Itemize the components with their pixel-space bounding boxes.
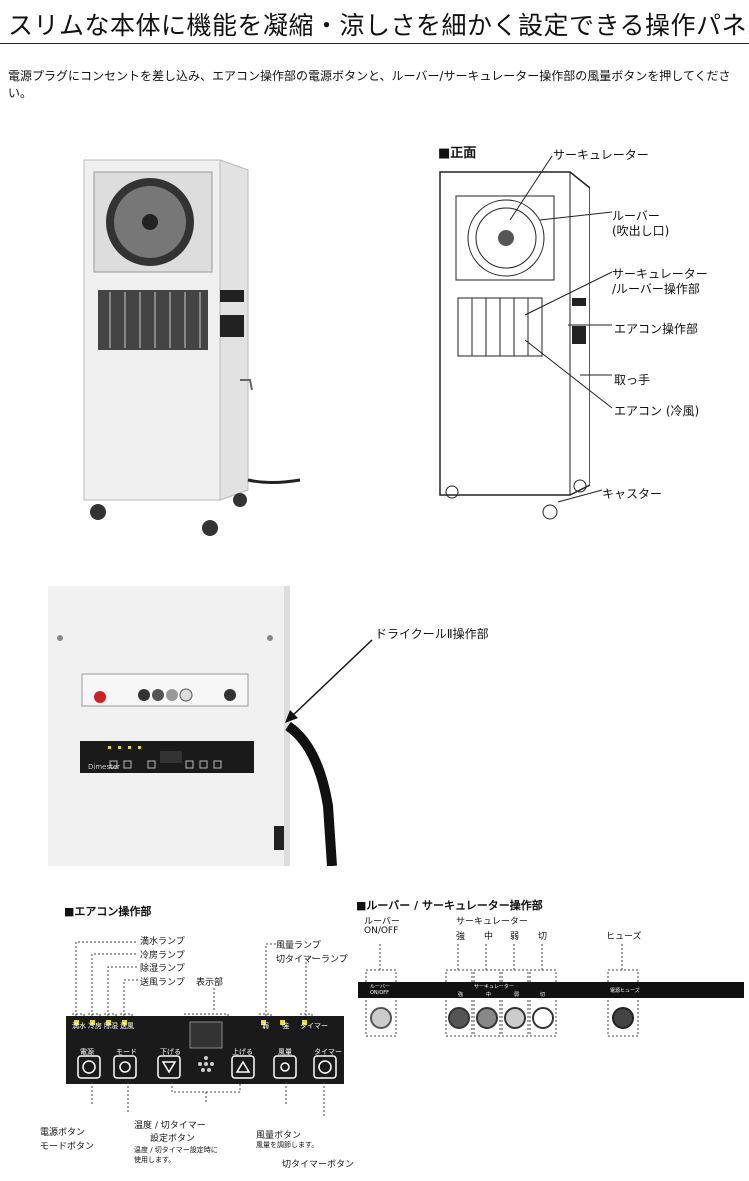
panel-lamp-fan: 送風 xyxy=(120,1022,134,1030)
callout-circ-panel: サーキュレーター xyxy=(612,267,708,281)
panel-btn-timer: タイマー xyxy=(314,1048,342,1056)
louver-panel-diagram xyxy=(358,944,744,1037)
callout-louver: ルーバー xyxy=(612,209,660,223)
ac-heading: ■エアコン操作部 xyxy=(64,905,152,918)
panel-btn-down: 下げる xyxy=(160,1048,181,1056)
callout-circulator: サーキュレーター xyxy=(553,148,649,162)
louver-label-2: ON/OFF xyxy=(364,926,399,936)
label-power-button: 電源ボタン xyxy=(40,1128,86,1138)
front-heading: ■正面 xyxy=(438,146,477,161)
label-fan-button: 風量ボタン xyxy=(256,1131,302,1141)
fuse-label: ヒューズ xyxy=(606,932,642,942)
lamp-label-cool: 冷房ランプ xyxy=(140,951,185,961)
ac-panel-diagram xyxy=(66,941,344,1116)
strip-fuse: 電源ヒューズ xyxy=(610,988,640,994)
strip-strong: 強 xyxy=(458,992,464,998)
callout-caster: キャスター xyxy=(602,487,663,501)
speed-off: 切 xyxy=(538,932,548,942)
panel-btn-power: 電源 xyxy=(80,1048,94,1056)
louver-label-1: ルーバー xyxy=(364,917,400,927)
strip-onoff: ON/OFF xyxy=(370,990,390,996)
callout-handle: 取っ手 xyxy=(614,373,651,387)
strip-off: 切 xyxy=(540,992,546,998)
panel-lamp-cool: 冷房 xyxy=(88,1022,102,1030)
speed-strong: 強 xyxy=(456,932,466,942)
right-lamp-timer: 切タイマーランプ xyxy=(276,955,348,965)
panel-btn-mode: モード xyxy=(116,1048,137,1056)
speed-weak: 弱 xyxy=(510,932,520,942)
strip-mid: 中 xyxy=(486,992,492,998)
louver-heading: ■ルーバー / サーキュレーター操作部 xyxy=(356,899,543,912)
closeup-photo xyxy=(48,586,337,866)
label-temp-1: 温度 / 切タイマー xyxy=(134,1121,206,1131)
label-temp-2: 設定ボタン xyxy=(150,1134,196,1144)
page-title: スリムな本体に機能を凝縮・涼しさを細かく設定できる操作パネル xyxy=(8,11,749,40)
lamp-label-dehumid: 除湿ランプ xyxy=(140,964,185,974)
callout-lines xyxy=(509,155,613,503)
panel-brand: Dimester xyxy=(88,763,121,771)
circ-label: サーキュレーター xyxy=(456,917,528,927)
label-temp-note-1: 温度 / 切タイマー設定時に xyxy=(134,1146,218,1154)
display-label: 表示部 xyxy=(196,978,224,988)
product-photo xyxy=(83,159,301,536)
intro-text: 電源プラグにコンセントを差し込み、エアコン操作部の電源ボタンと、ルーバー/サーキ… xyxy=(8,69,731,100)
panel-lamp-timer: タイマー xyxy=(300,1022,328,1030)
strip-circ: サーキュレーター xyxy=(474,984,514,990)
strip-weak: 弱 xyxy=(514,992,520,998)
callout-louver-panel: /ルーバー操作部 xyxy=(612,282,700,296)
panel-lamp-weak: 弱 xyxy=(262,1022,269,1030)
speed-mid: 中 xyxy=(484,932,494,942)
right-lamp-fan: 風量ランプ xyxy=(276,941,321,951)
front-diagram xyxy=(439,171,590,520)
panel-lamp-dehumid: 除湿 xyxy=(104,1022,118,1030)
panel-btn-up: 上げる xyxy=(232,1048,253,1056)
label-fan-note: 風量を調節します。 xyxy=(256,1141,319,1149)
closeup-arrow xyxy=(285,639,373,723)
callout-cool-air: エアコン (冷風) xyxy=(614,404,700,418)
panel-btn-fan: 風量 xyxy=(278,1048,292,1056)
label-mode-button: モードボタン xyxy=(40,1142,95,1152)
panel-lamp-full: 満水 xyxy=(72,1022,86,1030)
lamp-label-fan: 送風ランプ xyxy=(140,978,185,988)
strip-louver: ルーバー xyxy=(370,984,390,990)
lamp-label-full: 満水ランプ xyxy=(140,937,185,947)
closeup-callout: ドライクールⅡ操作部 xyxy=(375,627,489,641)
title-divider xyxy=(0,43,749,44)
callout-ac-panel: エアコン操作部 xyxy=(614,322,699,336)
panel-lamp-strong: 強 xyxy=(282,1022,289,1030)
callout-outlet: (吹出し口) xyxy=(612,224,670,238)
label-temp-note-2: 使用します。 xyxy=(134,1156,176,1164)
label-timer-button: 切タイマーボタン xyxy=(282,1160,355,1170)
